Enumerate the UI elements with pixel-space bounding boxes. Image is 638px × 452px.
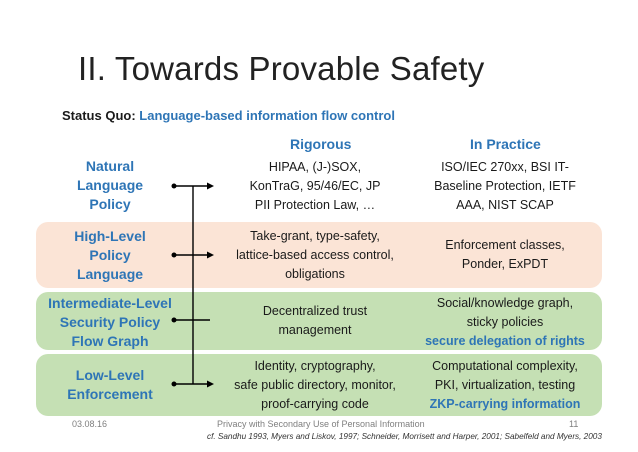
cell-line: Enforcement classes, — [445, 238, 565, 252]
level-line: Policy — [89, 247, 131, 263]
cell-line: KonTraG, 95/46/EC, JP — [249, 179, 381, 193]
cell-line: Baseline Protection, IETF — [434, 179, 576, 193]
practice-cell-natural: ISO/IEC 270xx, BSI IT- Baseline Protecti… — [410, 158, 600, 215]
cell-line: lattice-based access control, — [236, 248, 394, 262]
level-label-low-level: Low-Level Enforcement — [60, 366, 160, 404]
column-header-in-practice: In Practice — [470, 136, 541, 152]
footer-center: Privacy with Secondary Use of Personal I… — [217, 419, 425, 429]
level-label-high-level: High-Level Policy Language — [60, 227, 160, 284]
cell-line: obligations — [285, 267, 345, 281]
cell-line: safe public directory, monitor, — [234, 378, 396, 392]
highlight-text: secure delegation of rights — [425, 334, 585, 348]
rigorous-cell-high-level: Take-grant, type-safety, lattice-based a… — [215, 227, 415, 284]
column-header-rigorous: Rigorous — [290, 136, 352, 152]
cell-line: Ponder, ExPDT — [461, 257, 549, 271]
cell-line: sticky policies — [466, 315, 544, 329]
practice-cell-intermediate: Social/knowledge graph, sticky policies … — [410, 294, 600, 351]
footer-date: 03.08.16 — [72, 419, 108, 429]
level-line: High-Level — [74, 228, 146, 244]
level-line: Intermediate-Level — [48, 295, 172, 311]
level-line: Low-Level — [75, 367, 145, 383]
level-line: Security Policy — [59, 314, 161, 330]
cell-line: PII Protection Law, … — [254, 198, 376, 212]
level-line: Policy — [89, 196, 131, 212]
connector-row-1 — [171, 182, 214, 190]
cell-line: Computational complexity, — [432, 359, 578, 373]
status-value: Language-based information flow control — [139, 108, 395, 123]
practice-cell-low-level: Computational complexity, PKI, virtualiz… — [410, 357, 600, 414]
connector-row-4 — [171, 380, 214, 388]
footer-page-number: 11 — [569, 419, 579, 429]
cell-line: Social/knowledge graph, — [436, 296, 574, 310]
cell-line: management — [278, 323, 352, 337]
cell-line: Take-grant, type-safety, — [250, 229, 380, 243]
rigorous-cell-intermediate: Decentralized trust management — [215, 302, 415, 340]
cell-line: Identity, cryptography, — [254, 359, 376, 373]
highlight-text: ZKP-carrying information — [429, 397, 581, 411]
cell-line: AAA, NIST SCAP — [456, 198, 554, 212]
practice-cell-high-level: Enforcement classes, Ponder, ExPDT — [410, 236, 600, 274]
connector-row-3 — [171, 317, 210, 323]
band-low-level — [36, 354, 602, 416]
level-line: Language — [76, 177, 144, 193]
rigorous-cell-natural: HIPAA, (J-)SOX, KonTraG, 95/46/EC, JP PI… — [215, 158, 415, 215]
status-quo: Status Quo: Language-based information f… — [62, 108, 395, 123]
rigorous-cell-low-level: Identity, cryptography, safe public dire… — [215, 357, 415, 414]
cell-line: Decentralized trust — [262, 304, 368, 318]
level-line: Enforcement — [67, 386, 153, 402]
connector-row-2 — [171, 251, 214, 259]
level-line: Natural — [85, 158, 135, 174]
level-label-intermediate-level: Intermediate-Level Security Policy Flow … — [36, 294, 184, 351]
cell-line: proof-carrying code — [261, 397, 369, 411]
band-intermediate-level — [36, 292, 602, 350]
status-label: Status Quo: — [62, 108, 136, 123]
level-line: Language — [76, 266, 144, 282]
cell-line: ISO/IEC 270xx, BSI IT- — [441, 160, 569, 174]
cell-line: PKI, virtualization, testing — [434, 378, 576, 392]
band-high-level — [36, 222, 602, 288]
level-line: Flow Graph — [71, 333, 149, 349]
cell-line: HIPAA, (J-)SOX, — [268, 160, 362, 174]
slide-title: II. Towards Provable Safety — [78, 50, 485, 87]
level-label-natural-language: Natural Language Policy — [60, 157, 160, 214]
citation: cf. Sandhu 1993, Myers and Liskov, 1997;… — [207, 432, 602, 441]
